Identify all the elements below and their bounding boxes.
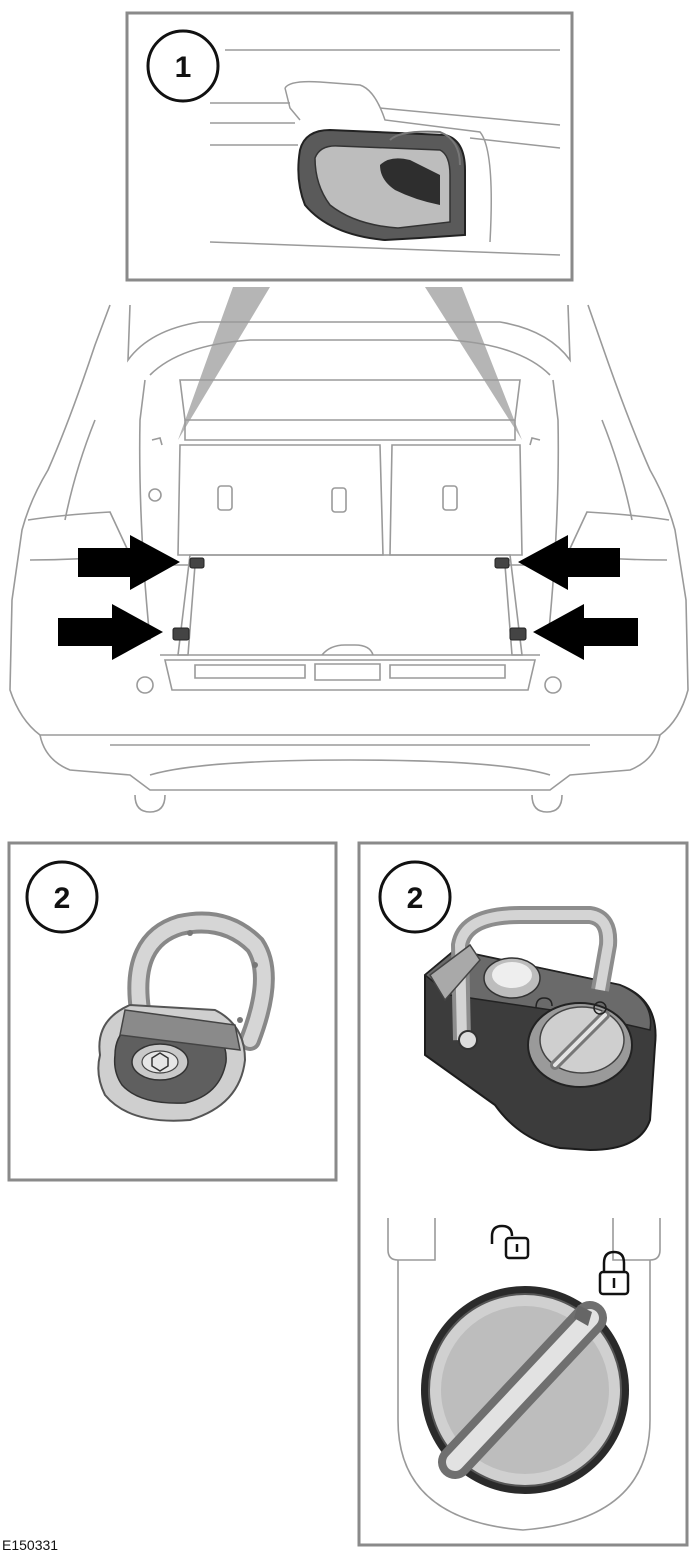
tie-down-point-front-right bbox=[494, 557, 510, 569]
tie-down-point-rear-right bbox=[509, 627, 527, 641]
tie-down-eye-illustration bbox=[97, 911, 275, 1122]
callout-2-right-label: 2 bbox=[407, 882, 424, 915]
detail-panel-2-right: 2 bbox=[357, 841, 689, 1547]
reference-code: E150331 bbox=[2, 1537, 59, 1553]
callout-2-left-label: 2 bbox=[54, 882, 71, 915]
tie-down-point-front-left bbox=[189, 557, 205, 569]
lockable-tie-down-illustration bbox=[423, 906, 657, 1152]
location-arrows bbox=[58, 535, 638, 660]
unlock-icon bbox=[490, 1224, 530, 1260]
tie-down-hook-illustration bbox=[297, 128, 466, 242]
tie-down-point-rear-left bbox=[172, 627, 190, 641]
arrow-icon bbox=[518, 535, 620, 590]
arrow-icon bbox=[533, 604, 638, 660]
tie-down-points bbox=[172, 557, 527, 641]
lock-icon bbox=[598, 1250, 630, 1296]
detail-panel-2-left: 2 bbox=[7, 841, 338, 1182]
detail-panel-1: 1 bbox=[125, 11, 574, 440]
arrow-icon bbox=[58, 604, 163, 660]
callout-1-label: 1 bbox=[175, 51, 192, 84]
lock-dial-closeup bbox=[387, 1218, 661, 1531]
arrow-icon bbox=[78, 535, 180, 590]
